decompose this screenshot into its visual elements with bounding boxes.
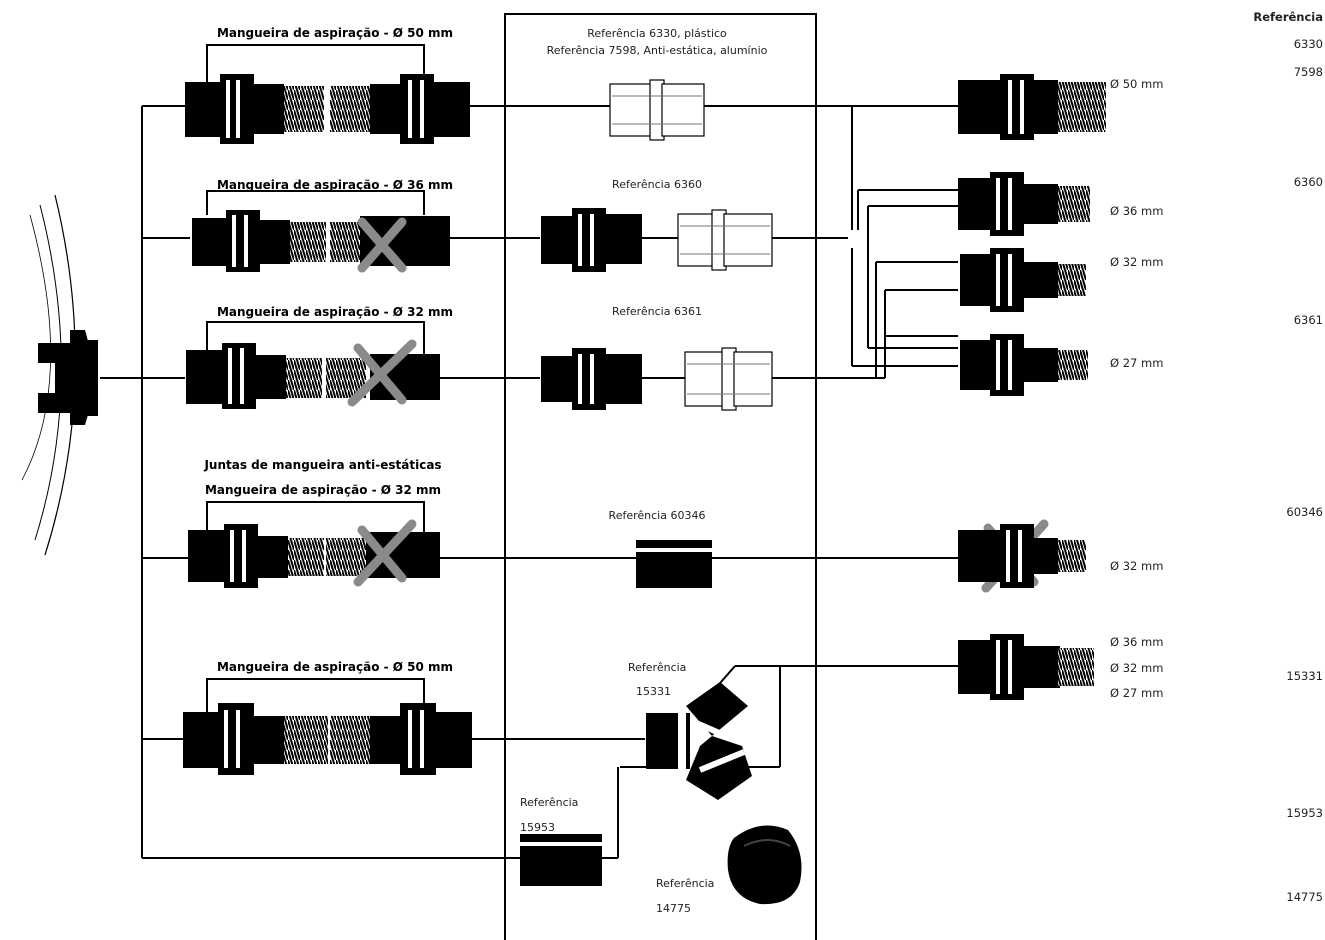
fitting-right-multi (958, 634, 1094, 700)
fitting-6330-7598 (609, 79, 705, 141)
ref-14775-label: Referência (656, 877, 715, 890)
fitting-right-27mm (960, 334, 1088, 396)
fitting-60346 (636, 540, 712, 588)
hose-title-32mm-row3: Mangueira de aspiração - Ø 32 mm (216, 305, 454, 319)
ref-6361-label: Referência 6361 (612, 305, 702, 318)
diameter-50mm: Ø 50 mm (1110, 77, 1164, 91)
reference-60346: 60346 (1286, 505, 1323, 519)
fitting-6360 (541, 208, 773, 272)
ref-60346-label: Referência 60346 (608, 509, 706, 522)
fitting-15953 (520, 834, 602, 886)
ref-14775-number: 14775 (656, 902, 691, 915)
fitting-6361 (541, 347, 773, 411)
fitting-right-36mm (958, 172, 1090, 236)
hose-title-32mm-row4: Mangueira de aspiração - Ø 32 mm (204, 483, 442, 497)
hose-title-50mm-row5: Mangueira de aspiração - Ø 50 mm (216, 660, 454, 674)
hose-36mm-row2 (192, 210, 450, 272)
hose-title-antistatic: Juntas de mangueira anti-estáticas (204, 458, 442, 472)
diameter-32mm-antistatic: Ø 32 mm (1110, 559, 1164, 573)
diameter-32mm: Ø 32 mm (1110, 255, 1164, 269)
center-panel (504, 13, 817, 940)
fitting-15331-y-piece (646, 682, 752, 800)
fitting-right-32mm-antistatic (958, 524, 1086, 588)
ref-6360-label: Referência 6360 (612, 178, 702, 191)
fitting-right-32mm (960, 248, 1086, 312)
reference-6360: 6360 (1293, 175, 1323, 189)
ref-15331-label: Referência (628, 661, 687, 674)
diameter-group-36mm: Ø 36 mm (1110, 635, 1164, 649)
reference-14775: 14775 (1286, 890, 1323, 904)
ref-7598-label: Referência 7598, Anti-estática, alumínio (546, 44, 768, 57)
diameter-group-32mm: Ø 32 mm (1110, 661, 1164, 675)
ref-15953-number: 15953 (520, 821, 555, 834)
ref-15953-label: Referência (520, 796, 579, 809)
diameter-group-27mm: Ø 27 mm (1110, 686, 1164, 700)
hose-title-50mm-row1: Mangueira de aspiração - Ø 50 mm (216, 26, 454, 40)
reference-15953: 15953 (1286, 806, 1323, 820)
diameter-36mm: Ø 36 mm (1110, 204, 1164, 218)
hose-50mm-row1 (185, 74, 470, 144)
connection-lines-right-bus (851, 106, 958, 378)
reference-6330: 6330 (1293, 37, 1323, 51)
diameter-27mm: Ø 27 mm (1110, 356, 1164, 370)
hose-50mm-row5 (183, 703, 472, 775)
reference-6361: 6361 (1293, 313, 1323, 327)
ref-15331-number: 15331 (636, 685, 671, 698)
hose-brackets (206, 44, 425, 716)
reference-7598: 7598 (1293, 65, 1323, 79)
hose-title-36mm-row2: Mangueira de aspiração - Ø 36 mm (216, 178, 454, 192)
reference-column-header: Referência (1253, 10, 1323, 24)
connection-lines-routes (440, 105, 958, 768)
vacuum-machine-outlet (21, 194, 98, 556)
ref-6330-label: Referência 6330, plástico (587, 27, 727, 40)
fitting-right-50mm (958, 74, 1106, 140)
fitting-14775-cap (727, 825, 802, 905)
reference-15331: 15331 (1286, 669, 1323, 683)
